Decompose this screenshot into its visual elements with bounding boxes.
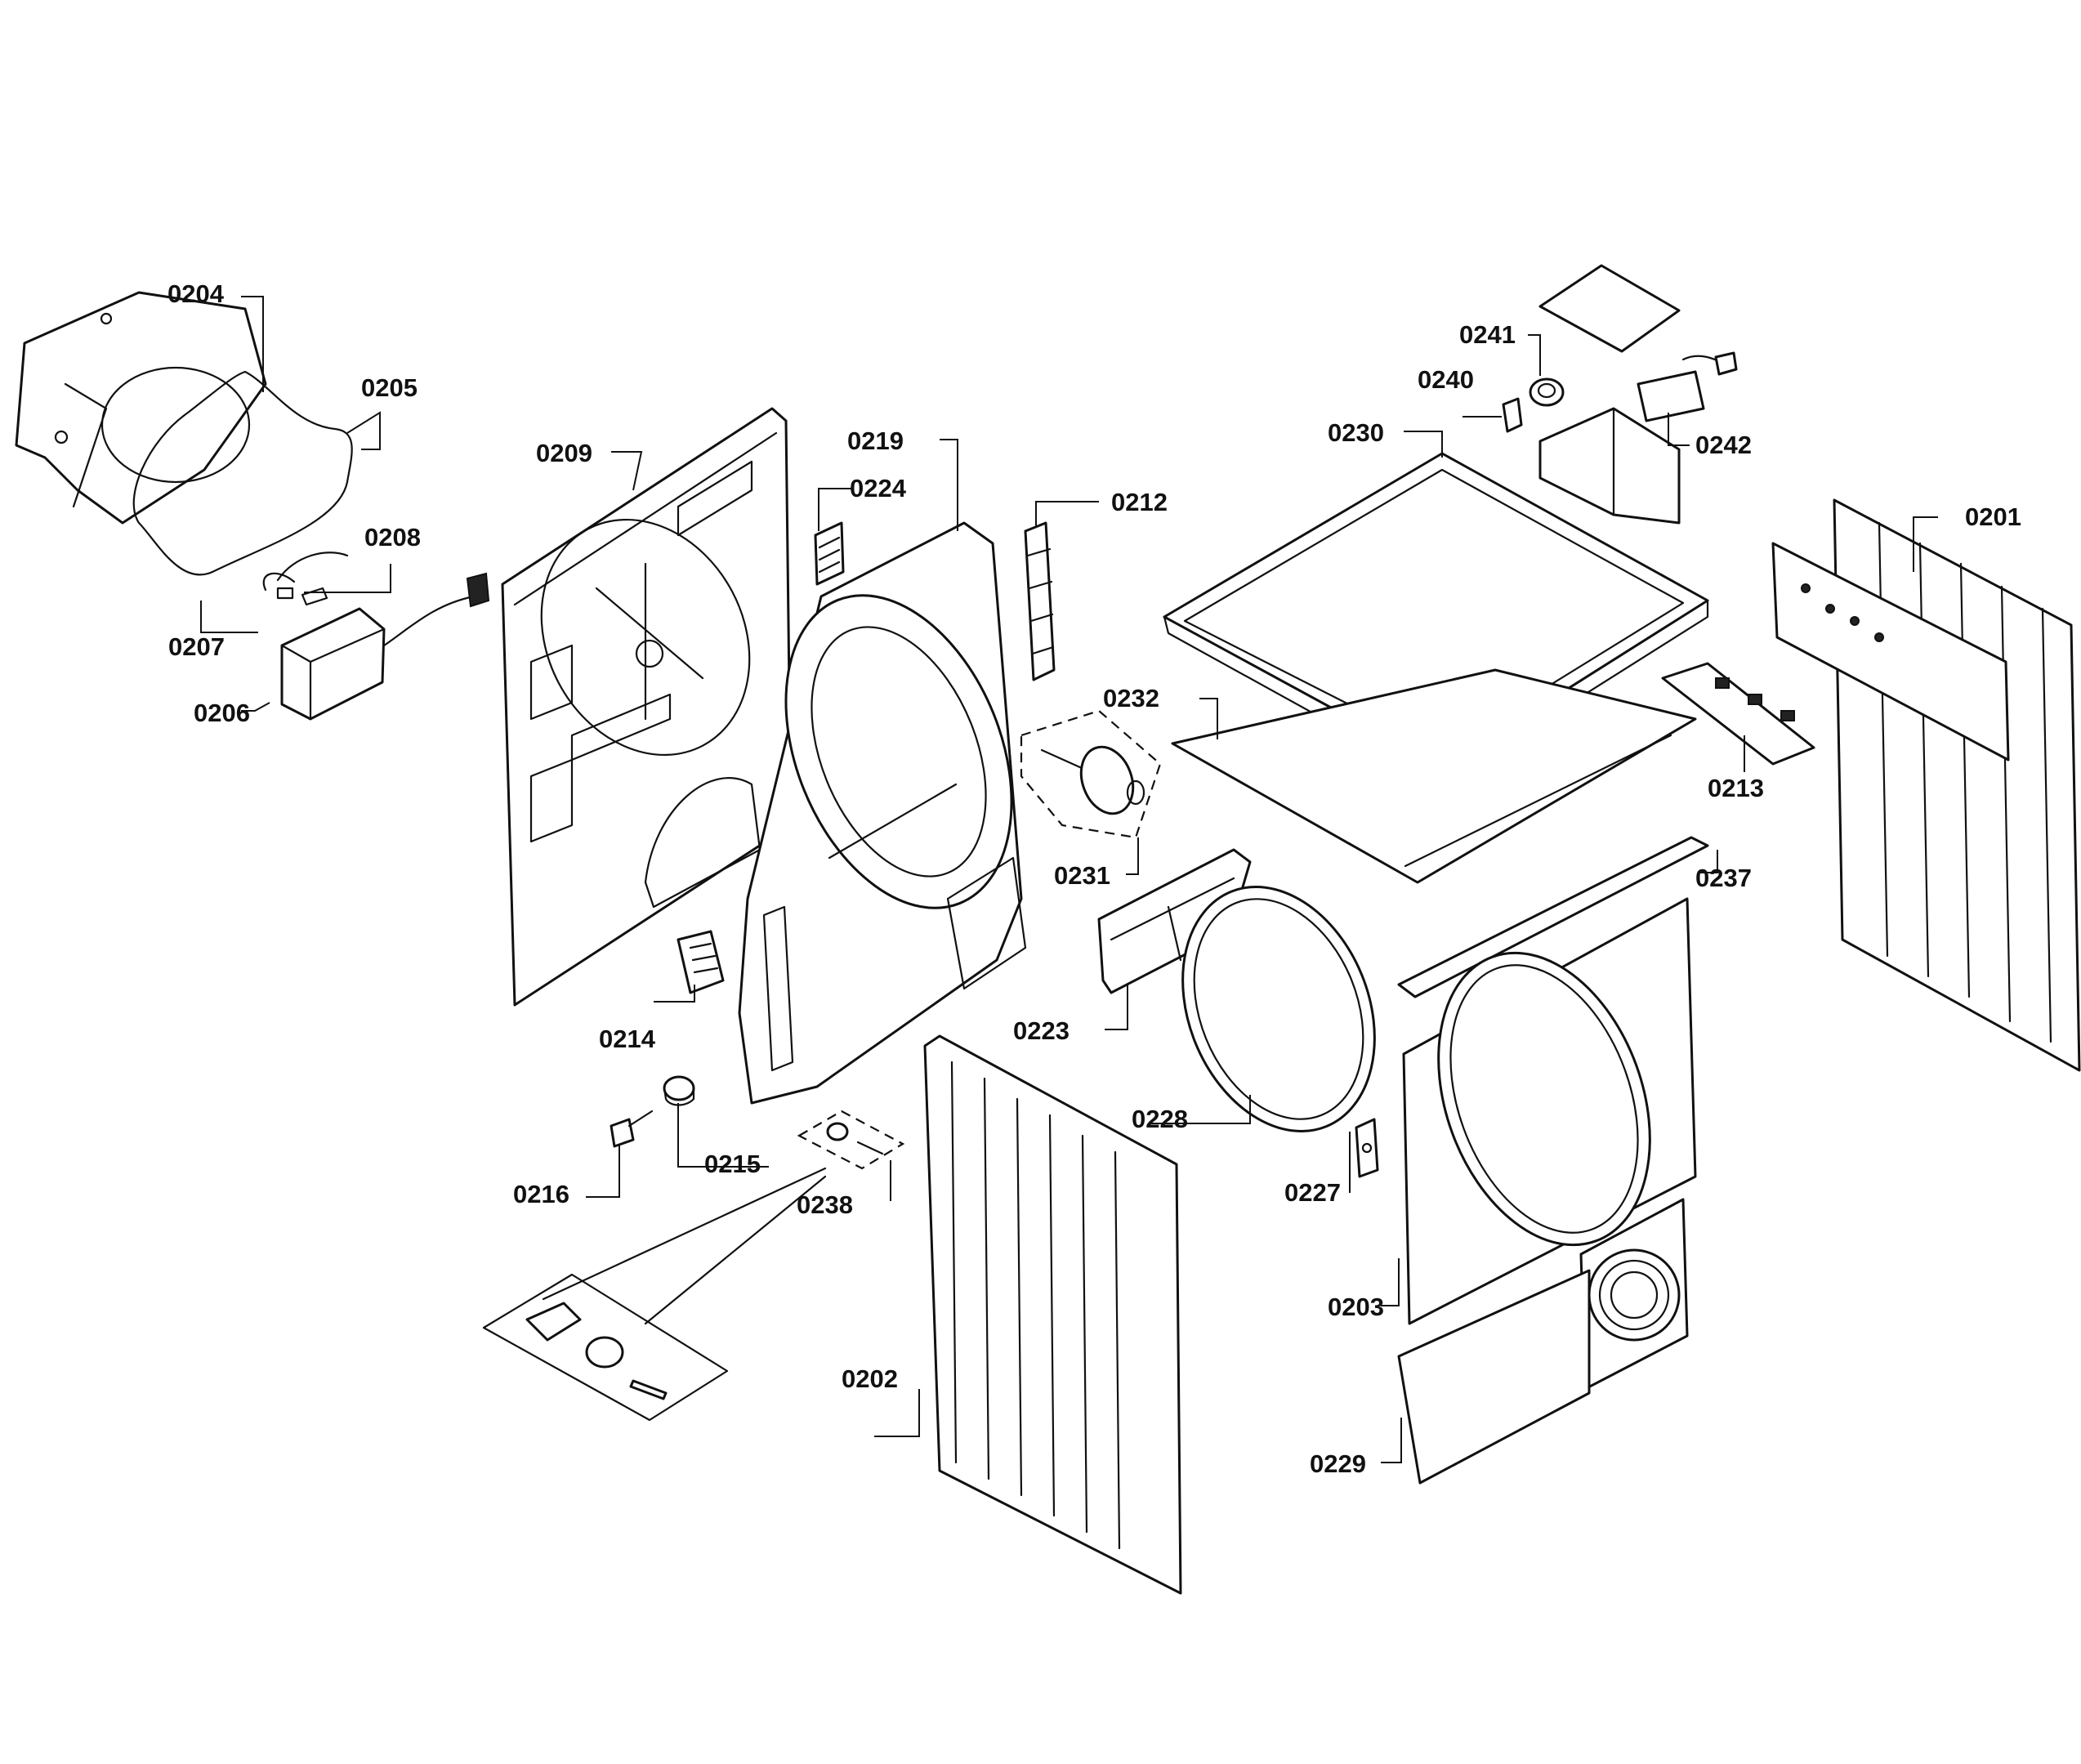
part-0238-detail-view: [482, 1167, 827, 1422]
part-0232-insulation-mat: [1171, 668, 1697, 884]
callout-0213: 0213: [1708, 774, 1764, 802]
part-0231-pulley-kit: [1020, 709, 1162, 839]
callout-0230: 0230: [1328, 418, 1384, 447]
callout-0215: 0215: [704, 1150, 761, 1178]
part-0224-vent-insert: [814, 521, 845, 586]
part-0208-sensor: [276, 552, 349, 606]
part-0219-front-frame: [738, 521, 1027, 1105]
part-0214-door-lock: [677, 930, 725, 994]
callout-0205: 0205: [361, 373, 418, 402]
part-0213-button-bracket: [1661, 662, 1815, 766]
part-0240-switch: [1502, 397, 1523, 433]
callout-0208: 0208: [364, 523, 421, 552]
part-0204-rear-duct: [15, 291, 267, 525]
part-0237-rail: [1397, 836, 1709, 998]
callout-0206: 0206: [194, 699, 250, 727]
callout-0214: 0214: [599, 1025, 656, 1053]
part-0201-side-panel: [1833, 498, 2081, 1072]
part-0238-hardware-kit: [797, 1110, 905, 1170]
part-0242-control-module: [1538, 264, 1738, 525]
callout-0219: 0219: [847, 426, 904, 455]
part-0207-wire: [262, 572, 296, 600]
part-0205-heater-element: [132, 370, 353, 576]
callout-0224: 0224: [850, 474, 907, 502]
callout-0227: 0227: [1284, 1178, 1341, 1207]
part-0203-front-panel: [1402, 897, 1697, 1325]
callout-0241: 0241: [1459, 320, 1516, 349]
part-0201-control-bar: [1771, 542, 2010, 761]
part-0228-door-gasket: [1181, 885, 1376, 1133]
callout-0216: 0216: [513, 1180, 569, 1208]
callout-0203: 0203: [1328, 1293, 1384, 1321]
callout-0202: 0202: [842, 1364, 898, 1393]
part-0216-sensor-plug: [610, 1110, 654, 1148]
callout-0238: 0238: [797, 1190, 853, 1219]
callout-0229: 0229: [1310, 1449, 1366, 1478]
part-0241-knob: [1529, 377, 1565, 407]
part-0215-knob: [663, 1075, 695, 1106]
callout-0228: 0228: [1132, 1105, 1188, 1133]
callout-0231: 0231: [1054, 861, 1110, 890]
callout-0223: 0223: [1013, 1016, 1070, 1045]
callout-0237: 0237: [1695, 864, 1752, 892]
callout-0240: 0240: [1418, 365, 1474, 394]
callout-0209: 0209: [536, 439, 592, 467]
callout-0204: 0204: [167, 279, 225, 308]
callout-0207: 0207: [168, 632, 225, 661]
part-0229-plinth: [1397, 1198, 1689, 1485]
callout-0201: 0201: [1965, 502, 2021, 531]
part-0209-rear-panel: [501, 407, 793, 1007]
leader-lines: [200, 296, 1938, 1463]
part-0202-side-panel: [923, 1034, 1182, 1595]
part-0212-hinge: [1024, 521, 1056, 681]
callout-0212: 0212: [1111, 488, 1168, 516]
part-0227-tab: [1355, 1118, 1379, 1178]
callout-0242: 0242: [1695, 431, 1752, 459]
callout-0232: 0232: [1103, 684, 1159, 712]
part-0206-heater-box: [280, 572, 490, 721]
